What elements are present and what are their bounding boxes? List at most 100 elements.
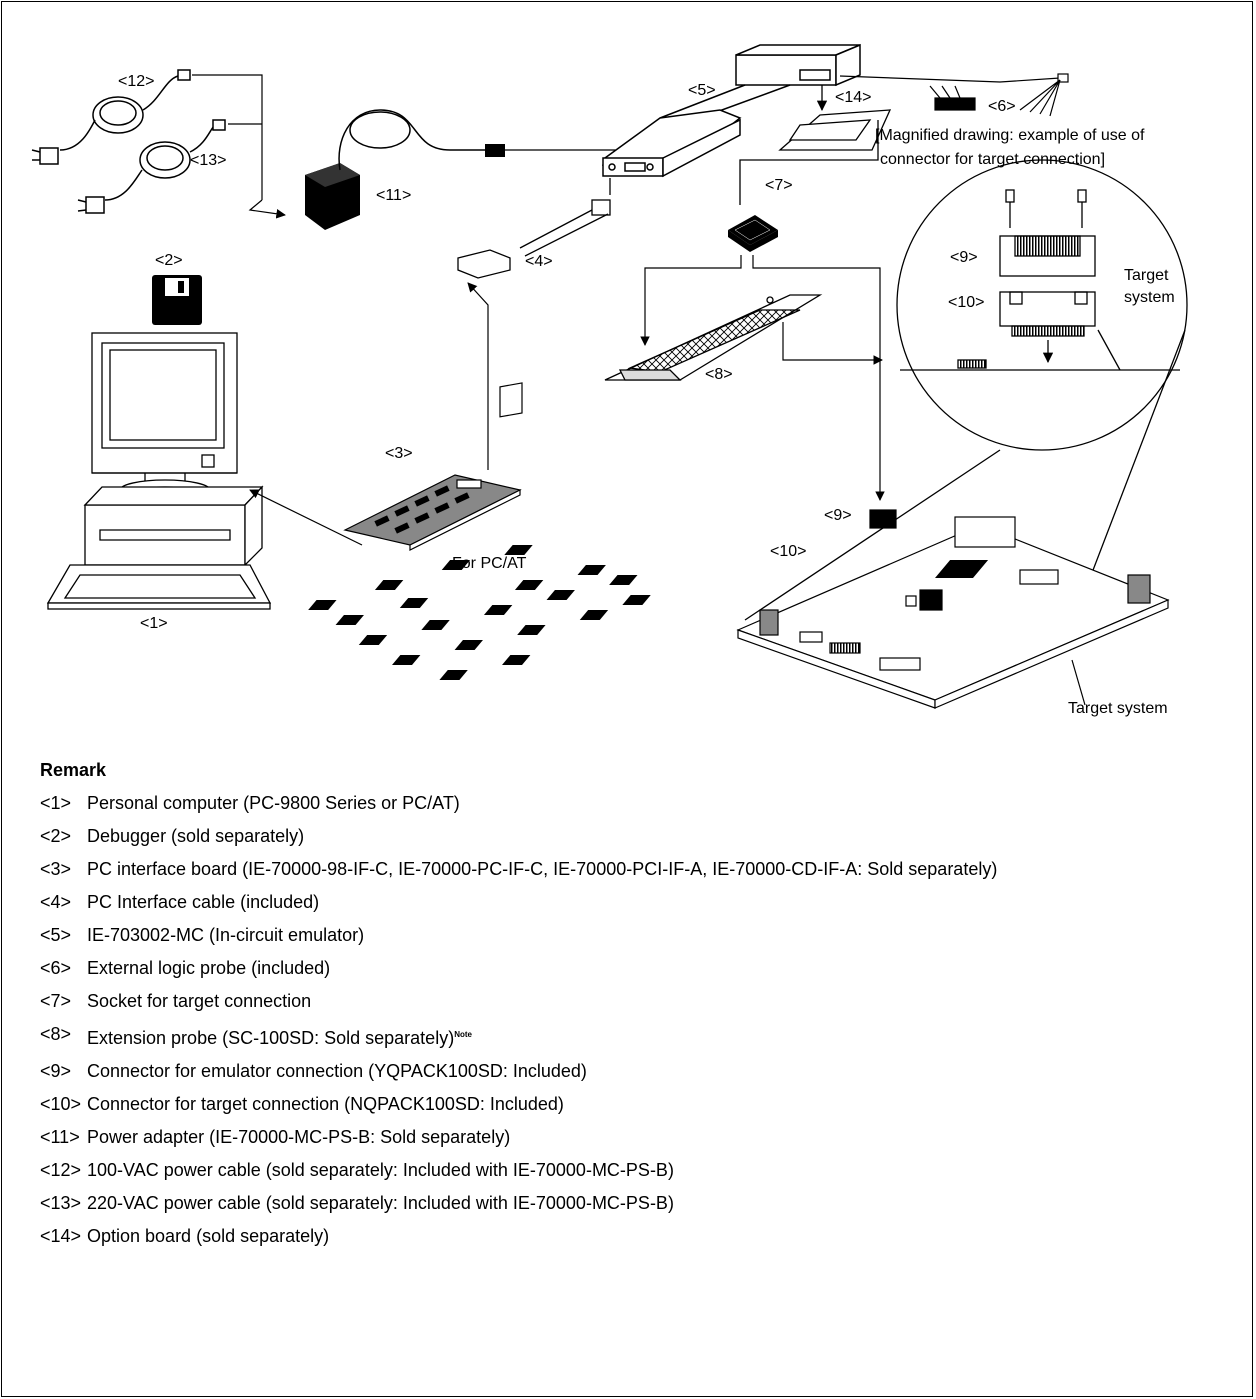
remark-item: <6> External logic probe (included) (40, 952, 1240, 985)
remark-item-text-body: Connector for emulator connection (YQPAC… (87, 1061, 587, 1081)
remark-item-id: <6> (40, 958, 72, 978)
target-system-board (308, 509, 1170, 709)
remark-item-id: <3> (40, 859, 72, 879)
label-1: <1> (140, 615, 168, 632)
remark-item: <14>Option board (sold separately) (40, 1220, 1240, 1253)
remark-item-id: <5> (40, 925, 72, 945)
note-superscript: Note (454, 1030, 472, 1039)
remark-item: <3> PC interface board (IE-70000-98-IF-C,… (40, 853, 1240, 886)
personal-computer (46, 332, 272, 610)
label-6: <6> (988, 98, 1016, 115)
board-to-cable-arrow (467, 282, 489, 470)
label-11: <11> (376, 187, 411, 204)
label-3: <3> (385, 445, 413, 462)
system-configuration-diagram: <1> <2> <3> <4> <5> <6> <7> <8> <9> <10>… (31, 43, 1188, 717)
remark-item-text-body: Debugger (sold separately) (87, 826, 305, 846)
remark-item-text-body: External logic probe (included) (87, 958, 331, 978)
remark-item-id: <1> (40, 793, 72, 813)
remark-item-text-body: Personal computer (PC-9800 Series or PC/… (87, 793, 460, 813)
debugger-floppy (152, 275, 202, 325)
remark-item: <2> Debugger (sold separately) (40, 820, 1240, 853)
remark-item-text-body: Connector for target connection (NQPACK1… (87, 1094, 564, 1114)
remark-item-text: IE-703002-MC (In-circuit emulator) (87, 919, 1240, 952)
remark-item-text-body: Power adapter (IE-70000-MC-PS-B: Sold se… (87, 1127, 511, 1147)
remark-item-text-body: PC interface board (IE-70000-98-IF-C, IE… (87, 859, 998, 879)
remark-item-text: External logic probe (included) (87, 952, 1240, 985)
remark-item: <4> PC Interface cable (included) (40, 886, 1240, 919)
remark-item-id: <2> (40, 826, 72, 846)
remark-item-text-body: PC Interface cable (included) (87, 892, 320, 912)
remark-item: <9> Connector for emulator connection (YQ… (40, 1055, 1240, 1088)
label-9-magnified: <9> (950, 249, 978, 266)
remark-item: <7> Socket for target connection (40, 985, 1240, 1018)
remark-item-text: Debugger (sold separately) (87, 820, 1240, 853)
remark-item-text: Option board (sold separately) (87, 1220, 1240, 1253)
remark-list: <1> Personal computer (PC-9800 Series or … (40, 787, 1240, 1253)
remark-item-text-body: 220-VAC power cable (sold separately: In… (87, 1193, 674, 1213)
magnified-drawing (744, 159, 1188, 626)
label-12: <12> (118, 73, 154, 90)
external-logic-probe (839, 73, 1069, 117)
remark-item-text-body: Option board (sold separately) (87, 1226, 330, 1246)
option-board (739, 85, 892, 205)
remark-item-id: <11> (40, 1127, 80, 1147)
remark-item-text: Personal computer (PC-9800 Series or PC/… (87, 787, 1240, 820)
pc-interface-cable (457, 178, 611, 279)
remark-item-id: <7> (40, 991, 72, 1011)
label-7: <7> (765, 177, 793, 194)
remark-item-text-body: Extension probe (SC-100SD: Sold separate… (87, 1028, 455, 1048)
remark-item-id: <13> (40, 1193, 82, 1213)
label-8: <8> (705, 366, 733, 383)
remark-section: Remark <1> Personal computer (PC-9800 Ser… (40, 760, 1240, 1253)
remark-item: <10>Connector for target connection (NQP… (40, 1088, 1240, 1121)
remark-item-id: <8> (40, 1024, 72, 1044)
remark-item: <8> Extension probe (SC-100SD: Sold separ… (40, 1018, 1240, 1055)
magnified-caption-line2: connector for target connection] (880, 151, 1105, 168)
socket-connection-lines (640, 255, 885, 501)
label-9: <9> (824, 507, 852, 524)
label-2: <2> (155, 252, 183, 269)
remark-item-text: Connector for emulator connection (YQPAC… (87, 1055, 1240, 1088)
remark-item-text: 100-VAC power cable (sold separately: In… (87, 1154, 1240, 1187)
target-system-inset-line1: Target (1124, 267, 1169, 284)
remark-item-text: Power adapter (IE-70000-MC-PS-B: Sold se… (87, 1121, 1240, 1154)
socket-for-target-connection (728, 215, 778, 252)
target-system-inset-line2: system (1124, 289, 1175, 306)
remark-item-text-body: IE-703002-MC (In-circuit emulator) (87, 925, 365, 945)
cable-to-adapter-lines (192, 74, 286, 219)
remark-item-text: 220-VAC power cable (sold separately: In… (87, 1187, 1240, 1220)
label-10: <10> (770, 543, 806, 560)
remark-item-text: Socket for target connection (87, 985, 1240, 1018)
label-14: <14> (835, 89, 871, 106)
extension-probe (604, 294, 823, 381)
remark-item: <11> Power adapter (IE-70000-MC-PS-B: Sol… (40, 1121, 1240, 1154)
remark-item: <13>220-VAC power cable (sold separately… (40, 1187, 1240, 1220)
power-cable-220vac (77, 119, 226, 214)
power-cable-100vac (31, 69, 191, 165)
remark-item: <1> Personal computer (PC-9800 Series or … (40, 787, 1240, 820)
magnified-caption-line1: [Magnified drawing: example of use of (875, 127, 1145, 144)
label-5: <5> (688, 82, 716, 99)
label-10-magnified: <10> (948, 294, 984, 311)
for-pcat-label: For PC/AT (452, 555, 527, 572)
remark-item-text-body: 100-VAC power cable (sold separately: In… (87, 1160, 674, 1180)
remark-item-id: <9> (40, 1061, 72, 1081)
remark-item-id: <12> (40, 1160, 82, 1180)
remark-item-text: Connector for target connection (NQPACK1… (87, 1088, 1240, 1121)
remark-item-text: PC interface board (IE-70000-98-IF-C, IE… (87, 853, 1240, 886)
pc-interface-board (343, 382, 523, 551)
remark-item-id: <4> (40, 892, 72, 912)
remark-title: Remark (40, 760, 107, 780)
remark-item: <12>100-VAC power cable (sold separately… (40, 1154, 1240, 1187)
label-4: <4> (525, 253, 553, 270)
label-13: <13> (190, 152, 226, 169)
remark-item-id: <14> (40, 1226, 82, 1246)
power-adapter (305, 109, 620, 230)
board-to-computer-arrow (249, 489, 363, 546)
remark-item: <5> IE-703002-MC (In-circuit emulator) (40, 919, 1240, 952)
remark-item-text-body: Socket for target connection (87, 991, 312, 1011)
in-circuit-emulator (602, 43, 861, 178)
remark-item-text: PC Interface cable (included) (87, 886, 1240, 919)
target-system-label: Target system (1068, 700, 1168, 717)
